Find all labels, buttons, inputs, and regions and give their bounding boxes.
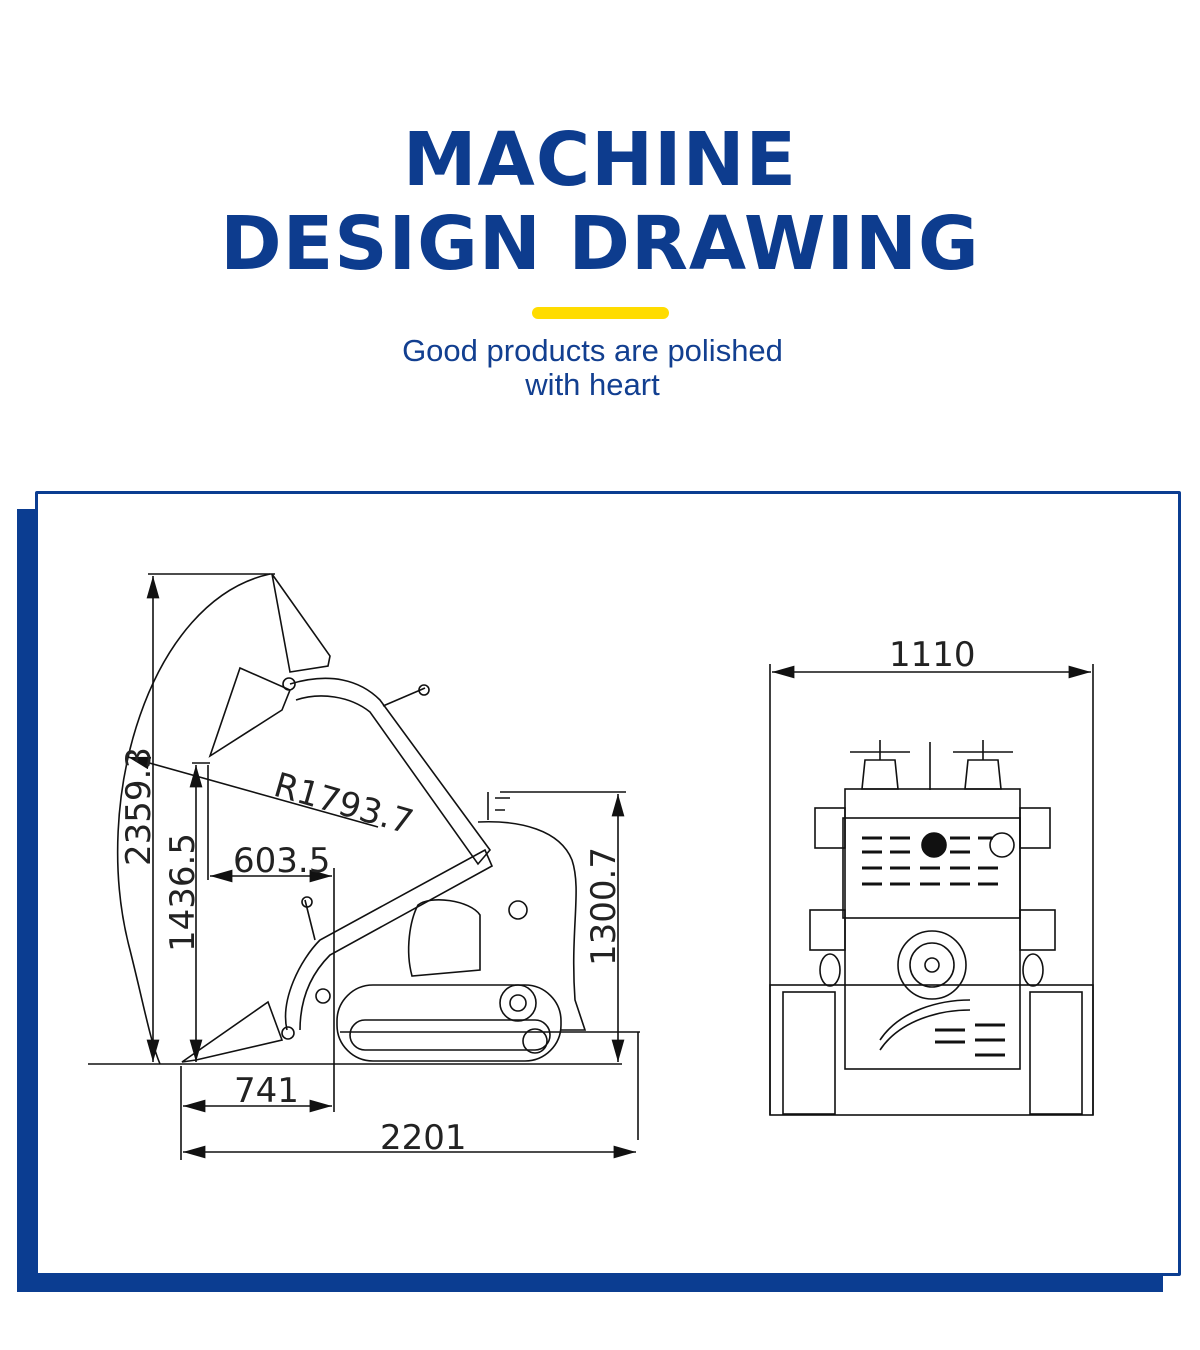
dim-reach-radius: R1793.7 [270,765,418,843]
subtitle-line-2: with heart [525,367,660,402]
dim-overall-length: 2201 [380,1118,467,1158]
side-view-labels: 2359.3 1436.5 R1793.7 603.5 1300.7 741 2… [119,747,624,1158]
title-line-1: MACHINE [402,117,798,203]
dim-machine-height: 1300.7 [584,847,624,966]
dim-max-height: 2359.3 [119,747,159,866]
accent-bar [532,307,669,319]
dim-bucket-length: 741 [234,1071,299,1111]
dim-dump-reach: 603.5 [233,841,330,881]
subtitle-line-1: Good products are polished [402,333,783,368]
dim-dump-height: 1436.5 [163,833,203,952]
title-line-2: DESIGN DRAWING [220,201,980,287]
dim-overall-width: 1110 [889,635,976,675]
side-view [88,573,640,1160]
front-view [769,664,1094,1116]
